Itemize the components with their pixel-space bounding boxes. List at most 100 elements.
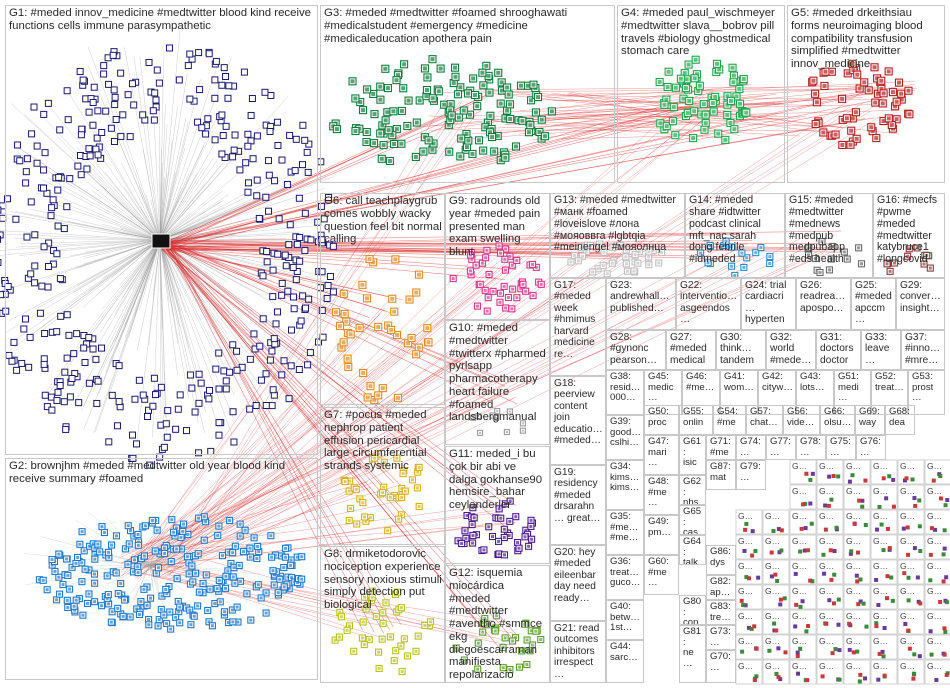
network-node [794, 602, 799, 607]
node-fill [220, 554, 224, 558]
network-node [287, 362, 295, 370]
network-node [0, 259, 2, 267]
node-fill [139, 600, 143, 604]
minor-cluster-label: G… [873, 586, 888, 596]
network-node [906, 598, 911, 603]
node-fill [110, 543, 114, 547]
network-node [904, 476, 909, 481]
edge [128, 276, 498, 575]
edge [159, 194, 229, 241]
network-node [847, 479, 852, 484]
network-node [249, 155, 257, 163]
cluster-label: G27: #meded medical… [670, 332, 707, 369]
network-node [90, 83, 98, 91]
network-node [292, 276, 300, 284]
edge [159, 163, 163, 241]
edge [129, 246, 845, 553]
network-node [38, 282, 46, 290]
node-fill [381, 491, 385, 495]
cluster-label: G71: #me… [710, 436, 731, 459]
network-node [831, 474, 836, 479]
edge [98, 239, 161, 394]
cluster-box-g6: G6: call teachplaygrub comes wobbly wack… [320, 193, 445, 405]
node-fill [229, 561, 233, 565]
minor-cluster-box [870, 584, 898, 610]
node-fill [121, 614, 125, 618]
node-fill [282, 585, 286, 589]
node-fill [518, 83, 523, 88]
node-fill [383, 66, 388, 71]
edge [136, 250, 734, 577]
edge [166, 241, 384, 634]
edge [140, 239, 161, 294]
edge [159, 165, 248, 241]
edge [114, 239, 161, 314]
network-node [874, 527, 879, 532]
edge [159, 57, 164, 241]
edge [14, 239, 161, 341]
cluster-box-g40: G40: betw… 1st… [606, 600, 644, 640]
node-fill [189, 623, 193, 627]
node-fill [685, 111, 690, 116]
cluster-box-g82: G82: ap… [706, 575, 736, 600]
network-node [318, 306, 326, 314]
node-fill [657, 80, 662, 85]
edge [547, 84, 752, 110]
node-fill [334, 310, 339, 315]
node-fill [896, 80, 901, 85]
network-node [297, 317, 305, 325]
edge-layer [0, 31, 917, 649]
edge [159, 239, 162, 423]
cluster-label: G16: #mecfs #pwme #meded #medtwitter kat… [877, 194, 938, 266]
edge [161, 243, 401, 486]
node-fill [480, 261, 484, 265]
minor-cluster-label: G… [765, 536, 780, 546]
edge [447, 88, 714, 130]
cluster-box-g36: G36: treat… guco… [606, 555, 644, 600]
node-fill [409, 336, 414, 341]
cluster-box-g25: G25: #meded apccm… [851, 278, 896, 330]
network-node [911, 676, 916, 681]
network-node [806, 624, 811, 629]
node-fill [529, 98, 534, 103]
minor-cluster-label: G… [900, 636, 915, 646]
node-fill [691, 136, 696, 141]
edge [162, 254, 751, 578]
edge [163, 248, 509, 530]
cluster-label: G57: chat… [750, 406, 778, 428]
edge [84, 239, 161, 259]
network-node [943, 629, 948, 634]
minor-cluster-label: G… [819, 586, 834, 596]
network-node [805, 678, 810, 683]
node-fill [248, 546, 252, 550]
node-fill [374, 614, 378, 618]
edge [167, 112, 466, 247]
network-node [164, 407, 172, 415]
node-fill [156, 566, 160, 570]
node-fill [811, 78, 816, 83]
node-fill [334, 127, 339, 132]
cluster-box-g78: G78: … [796, 435, 826, 460]
node-fill [360, 282, 365, 287]
cluster-label: G54: #me… [717, 406, 738, 435]
node-fill [416, 345, 421, 350]
node-fill [539, 117, 544, 122]
node-fill [372, 141, 377, 146]
node-fill [284, 555, 288, 559]
network-node [259, 315, 267, 323]
node-fill [87, 568, 91, 572]
network-node [115, 398, 123, 406]
network-node [931, 478, 936, 483]
edge [165, 245, 509, 507]
network-node [831, 601, 836, 606]
edge [0, 239, 161, 256]
network-node [902, 571, 907, 576]
node-fill [358, 100, 363, 105]
minor-cluster-label: G… [873, 561, 888, 571]
network-node [917, 524, 922, 529]
minor-cluster-label: G… [900, 661, 915, 671]
network-node [196, 86, 204, 94]
node-fill [406, 98, 411, 103]
cluster-label: G56: vide… [787, 406, 815, 428]
node-fill [145, 603, 149, 607]
